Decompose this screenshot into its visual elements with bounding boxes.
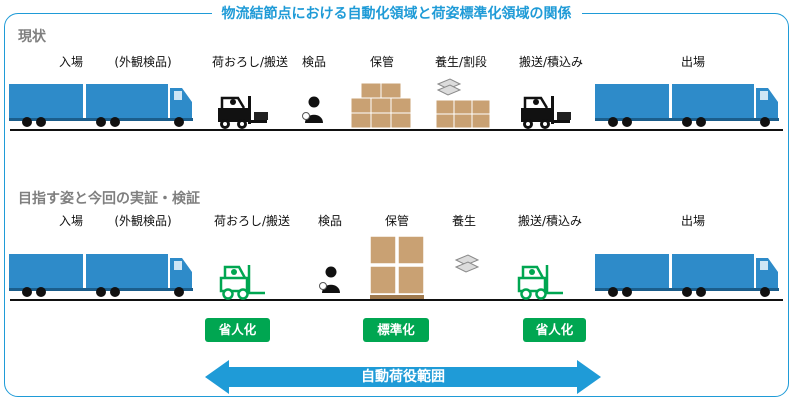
worker-icon (302, 96, 323, 123)
worker-icon (319, 266, 340, 293)
truck-icon (595, 84, 779, 127)
label-transport-load: 搬送/積込み (517, 214, 583, 228)
wrapping-icon (454, 254, 480, 273)
automated-forklift-icon (517, 265, 563, 300)
badge-labor-saving: 省人化 (205, 318, 270, 342)
floor-line (10, 299, 783, 301)
label-wrap-destack: 養生/割段 (434, 55, 488, 69)
label-unload-transport: 荷おろし/搬送 (213, 214, 291, 228)
label-transport-load: 搬送/積込み (518, 55, 584, 69)
section-target-heading: 目指す姿と今回の実証・検証 (18, 191, 200, 207)
label-entry: 入場 (58, 214, 84, 228)
section-current-heading: 現状 (18, 29, 46, 45)
label-visual-inspection: (外観検品) (114, 214, 172, 228)
label-wrap: 養生 (451, 214, 477, 228)
diagram-title: 物流結節点における自動化領域と荷姿標準化領域の関係 (0, 3, 793, 23)
manual-forklift-icon (521, 96, 571, 129)
label-entry: 入場 (58, 55, 84, 69)
stacked-boxes-icon (350, 82, 412, 129)
wrapping-icon (435, 78, 491, 129)
label-inspection: 検品 (317, 214, 343, 228)
label-storage: 保管 (369, 55, 395, 69)
standardized-boxes-icon (369, 235, 425, 299)
label-unload-transport: 荷おろし/搬送 (211, 55, 289, 69)
label-exit: 出場 (680, 55, 706, 69)
label-visual-inspection: (外観検品) (114, 55, 172, 69)
truck-icon (9, 254, 193, 297)
label-exit: 出場 (680, 214, 706, 228)
manual-forklift-icon (218, 96, 268, 129)
automation-range-arrow (205, 360, 601, 394)
badge-labor-saving: 省人化 (523, 318, 586, 342)
truck-icon (9, 84, 193, 127)
label-storage: 保管 (384, 214, 410, 228)
automation-range-label: 自動荷役範囲 (361, 369, 445, 385)
badge-standardization: 標準化 (363, 318, 429, 342)
automated-forklift-icon (219, 265, 265, 300)
floor-line (10, 129, 783, 131)
label-inspection: 検品 (301, 55, 327, 69)
truck-icon (595, 254, 779, 297)
